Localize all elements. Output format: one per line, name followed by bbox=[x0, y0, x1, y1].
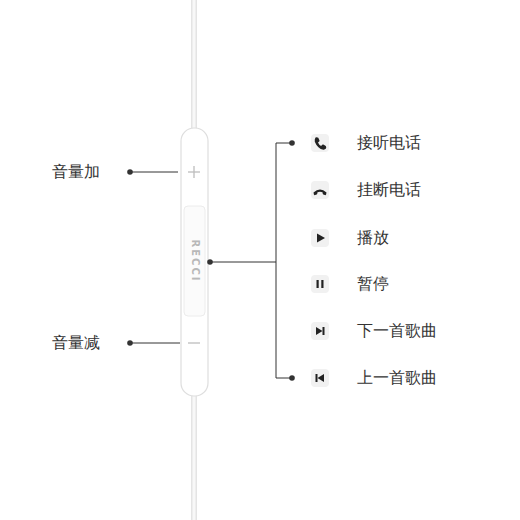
previous-track-icon bbox=[316, 374, 318, 382]
leader-line bbox=[130, 172, 178, 173]
previous-track-icon bbox=[318, 374, 325, 382]
function-label: 下一首歌曲 bbox=[357, 321, 437, 341]
play-icon bbox=[317, 234, 325, 243]
volume-down-label: 音量减 bbox=[52, 333, 100, 353]
volume-up-label: 音量加 bbox=[52, 162, 100, 182]
leader-line bbox=[210, 262, 276, 263]
leader-dot bbox=[289, 375, 295, 381]
icon-backgrounds bbox=[311, 134, 329, 387]
hang-up-icon bbox=[314, 190, 327, 196]
bracket bbox=[276, 143, 277, 378]
plus-symbol bbox=[193, 166, 194, 178]
cable bbox=[191, 0, 197, 132]
remote-center-button bbox=[184, 206, 205, 316]
next-track-icon bbox=[323, 327, 325, 335]
cable-highlight bbox=[193, 392, 196, 520]
pause-icon bbox=[317, 280, 319, 288]
cable bbox=[191, 392, 197, 520]
function-label: 暂停 bbox=[357, 274, 389, 294]
leader-dot bbox=[289, 140, 295, 146]
function-label: 上一首歌曲 bbox=[357, 368, 437, 388]
remote-body bbox=[181, 128, 208, 396]
pause-icon bbox=[321, 280, 323, 288]
minus-symbol bbox=[188, 342, 200, 343]
answer-call-icon bbox=[315, 137, 327, 149]
next-track-icon bbox=[316, 327, 323, 335]
function-label: 挂断电话 bbox=[357, 180, 421, 200]
function-label: 接听电话 bbox=[357, 133, 421, 153]
function-label: 播放 bbox=[357, 228, 389, 248]
cable-highlight bbox=[193, 0, 196, 132]
leader-line bbox=[130, 343, 180, 344]
brand-logo: RECCI bbox=[189, 240, 201, 283]
